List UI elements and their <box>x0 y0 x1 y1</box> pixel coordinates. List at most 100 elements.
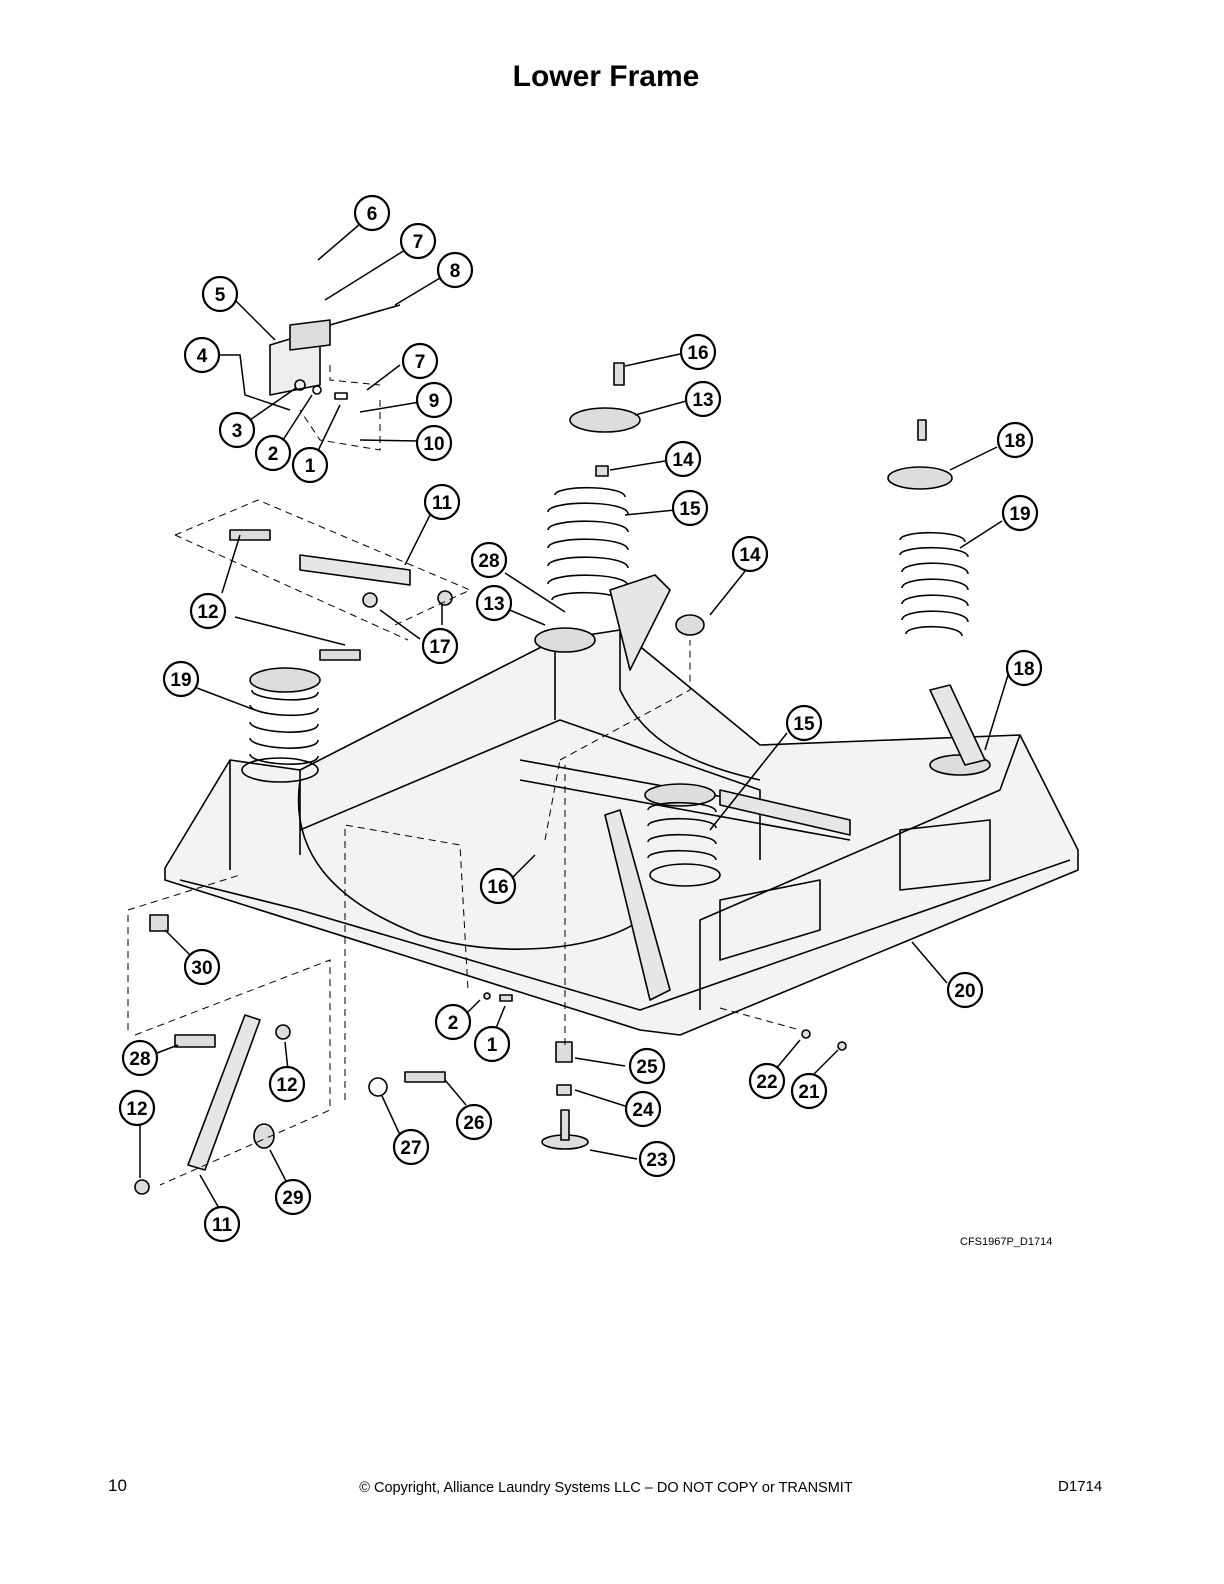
callout-10: 10 <box>415 424 453 462</box>
callout-number: 25 <box>636 1057 658 1078</box>
callout-circle <box>183 948 221 986</box>
callout-number: 8 <box>450 261 461 282</box>
callout-28: 28 <box>121 1039 159 1077</box>
callout-circle <box>470 541 508 579</box>
callout-circle <box>201 275 239 313</box>
callout-circle <box>392 1128 430 1166</box>
callout-circle <box>274 1178 312 1216</box>
callout-number: 13 <box>692 390 713 411</box>
callout-circle <box>785 704 823 742</box>
callout-28: 28 <box>470 541 508 579</box>
copyright-notice: © Copyright, Alliance Laundry Systems LL… <box>359 1480 853 1496</box>
callout-circle <box>399 222 437 260</box>
callout-circle <box>684 380 722 418</box>
callout-15: 15 <box>785 704 823 742</box>
callout-number: 23 <box>646 1150 667 1171</box>
callout-number: 24 <box>632 1100 654 1121</box>
callout-circle <box>291 446 329 484</box>
callout-1: 1 <box>473 1025 511 1063</box>
callout-number: 22 <box>756 1072 777 1093</box>
callout-number: 2 <box>448 1013 459 1034</box>
callout-26: 26 <box>455 1103 493 1141</box>
callout-13: 13 <box>475 584 513 622</box>
callout-14: 14 <box>664 440 702 478</box>
callout-circle <box>946 971 984 1009</box>
callout-circle <box>254 434 292 472</box>
callout-number: 12 <box>276 1075 297 1096</box>
callout-16: 16 <box>479 867 517 905</box>
callout-circle <box>475 584 513 622</box>
callout-7: 7 <box>399 222 437 260</box>
callout-number: 18 <box>1004 431 1025 452</box>
callout-number: 13 <box>483 594 504 615</box>
callout-circle <box>121 1039 159 1077</box>
drawing-id: CFS1967P_D1714 <box>960 1236 1053 1248</box>
callout-number: 28 <box>478 551 499 572</box>
callout-9: 9 <box>415 381 453 419</box>
callout-19: 19 <box>1001 494 1039 532</box>
callout-6: 6 <box>353 194 391 232</box>
callout-24: 24 <box>624 1090 662 1128</box>
callout-2: 2 <box>434 1003 472 1041</box>
callout-number: 10 <box>423 434 444 455</box>
callout-20: 20 <box>946 971 984 1009</box>
callout-number: 11 <box>432 493 453 514</box>
callout-circle <box>183 336 221 374</box>
callout-number: 2 <box>268 444 279 465</box>
dashed-lines <box>127 365 801 1186</box>
page-title: Lower Frame <box>512 60 700 93</box>
callout-number: 19 <box>170 670 191 691</box>
callout-23: 23 <box>638 1140 676 1178</box>
callout-22: 22 <box>748 1062 786 1100</box>
callout-5: 5 <box>201 275 239 313</box>
callout-number: 1 <box>305 456 316 477</box>
callout-3: 3 <box>218 411 256 449</box>
callout-30: 30 <box>183 948 221 986</box>
callout-circle <box>162 660 200 698</box>
document-number: D1714 <box>1058 1478 1103 1495</box>
callout-circle <box>790 1072 828 1110</box>
callout-number: 1 <box>487 1035 498 1056</box>
callout-13: 13 <box>684 380 722 418</box>
callout-11: 11 <box>203 1205 241 1243</box>
callout-number: 9 <box>429 391 440 412</box>
callout-number: 6 <box>367 204 378 225</box>
callout-17: 17 <box>421 627 459 665</box>
leader-lines <box>139 223 1009 1211</box>
callout-number: 7 <box>413 232 424 253</box>
page-number: 10 <box>108 1476 127 1495</box>
callout-21: 21 <box>790 1072 828 1110</box>
callout-number: 16 <box>687 343 708 364</box>
callout-circle <box>628 1047 666 1085</box>
callout-circle <box>353 194 391 232</box>
callout-circle <box>218 411 256 449</box>
callout-18: 18 <box>996 421 1034 459</box>
callout-7: 7 <box>401 342 439 380</box>
callout-27: 27 <box>392 1128 430 1166</box>
callout-circle <box>748 1062 786 1100</box>
callout-circle <box>415 381 453 419</box>
callout-25: 25 <box>628 1047 666 1085</box>
callout-12: 12 <box>189 592 227 630</box>
callout-number: 11 <box>212 1215 233 1236</box>
callout-circle <box>473 1025 511 1063</box>
callout-number: 12 <box>197 602 218 623</box>
callout-4: 4 <box>183 336 221 374</box>
callout-number: 3 <box>232 421 243 442</box>
callout-number: 26 <box>463 1113 484 1134</box>
callout-circle <box>401 342 439 380</box>
callout-number: 29 <box>282 1188 303 1209</box>
callout-2: 2 <box>254 434 292 472</box>
callout-number: 21 <box>798 1082 820 1103</box>
callout-12: 12 <box>268 1065 306 1103</box>
callout-circle <box>638 1140 676 1178</box>
callout-circle <box>436 251 474 289</box>
frame-drawing <box>134 304 1079 1195</box>
callout-number: 4 <box>197 346 208 367</box>
callout-16: 16 <box>679 333 717 371</box>
callout-15: 15 <box>671 489 709 527</box>
callout-number: 5 <box>215 285 226 306</box>
callout-number: 7 <box>415 352 426 373</box>
